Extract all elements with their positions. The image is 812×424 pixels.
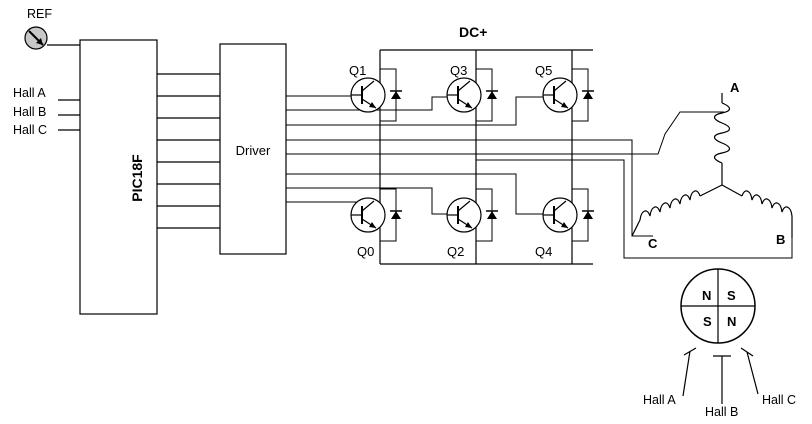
transistor-q5: Q5 [535, 63, 594, 122]
transistor-q3: Q3 [446, 63, 498, 122]
transistor-q4: Q4 [535, 188, 594, 259]
rotor-pole-1: N [702, 288, 711, 303]
hall-b-sensor-label: Hall B [705, 405, 738, 419]
hall-input-lines [58, 99, 80, 131]
transistor-label-q4: Q4 [535, 244, 552, 259]
rotor-pole-3: S [703, 314, 712, 329]
hall-a-sensor-label: Hall A [643, 393, 676, 407]
ref-potentiometer [24, 26, 80, 50]
transistor-label-q3: Q3 [450, 63, 467, 78]
transistor-label-q1: Q1 [349, 63, 366, 78]
phase-c-label: C [648, 236, 658, 251]
pic-driver-bus [157, 73, 220, 229]
rotor-pole-2: S [727, 288, 736, 303]
rotor [680, 268, 756, 344]
transistor-q1: Q1 [349, 63, 402, 122]
hall-c-input-label: Hall C [13, 123, 47, 137]
pic18f-label: PIC18F [129, 154, 145, 202]
motor-windings [631, 93, 793, 238]
phase-output-lines [286, 111, 793, 259]
hall-b-input-label: Hall B [13, 105, 46, 119]
pic18f-block [79, 39, 158, 315]
gate-drive-lines [286, 95, 548, 215]
phase-b-label: B [776, 232, 785, 247]
ref-label: REF [27, 7, 52, 21]
hall-sensors [682, 347, 759, 404]
transistor-label-q5: Q5 [535, 63, 552, 78]
transistor-q2: Q2 [446, 188, 498, 259]
transistor-label-q2: Q2 [447, 244, 464, 259]
transistor-q0: Q0 [350, 188, 402, 259]
hall-c-sensor-label: Hall C [762, 393, 796, 407]
transistor-label-q0: Q0 [357, 244, 374, 259]
dc-plus-label: DC+ [459, 24, 487, 40]
driver-label: Driver [236, 143, 271, 158]
rotor-pole-4: N [727, 314, 736, 329]
hall-a-input-label: Hall A [13, 86, 46, 100]
driver-block [219, 43, 287, 255]
phase-a-label: A [730, 80, 740, 95]
